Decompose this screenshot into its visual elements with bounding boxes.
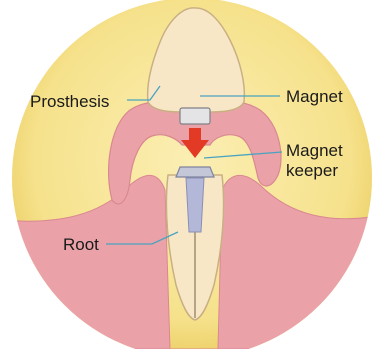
magnet [180, 108, 210, 124]
label-magnet: Magnet [286, 87, 343, 106]
magnet-keeper [176, 167, 214, 177]
label-magnet-keeper-line1: Magnet [286, 141, 343, 160]
label-prosthesis: Prosthesis [30, 92, 109, 111]
label-magnet-keeper-line2: keeper [286, 161, 338, 180]
post [186, 178, 204, 232]
label-root: Root [63, 235, 99, 254]
